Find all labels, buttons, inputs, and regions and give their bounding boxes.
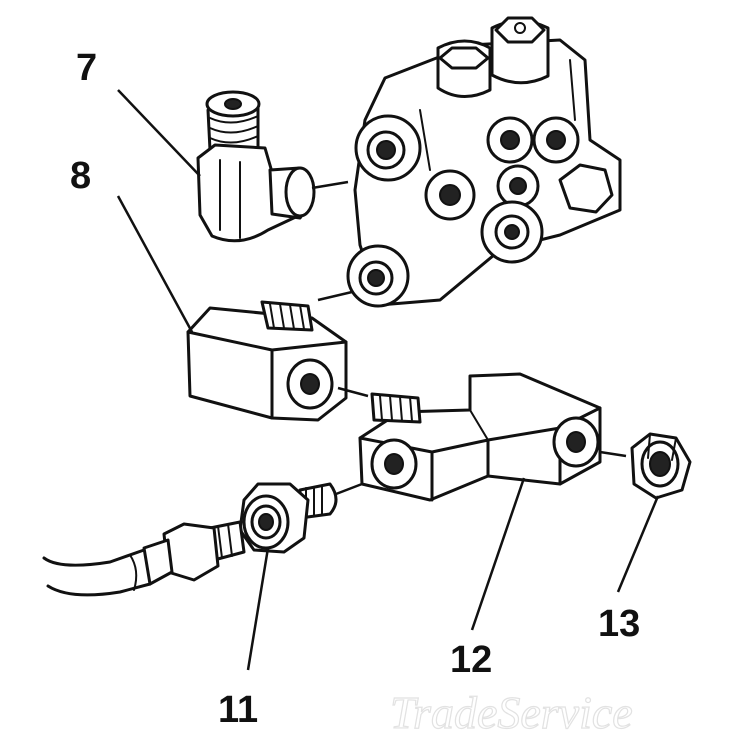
leader-8 — [116, 195, 194, 333]
union-fitting-part-11 — [238, 482, 338, 554]
callout-7: 7 — [76, 47, 97, 89]
callout-13: 13 — [598, 603, 640, 645]
callout-8: 8 — [70, 155, 91, 197]
callout-12: 12 — [450, 639, 492, 681]
leader-13 — [616, 495, 660, 593]
hex-nut-part-13 — [630, 432, 692, 500]
tee-block-part-8 — [186, 300, 348, 422]
watermark-text: TradeService — [390, 687, 633, 738]
leader-7 — [117, 89, 201, 177]
elbow-fitting-part-7 — [196, 90, 316, 243]
callout-11: 11 — [218, 689, 258, 731]
leader-12 — [470, 477, 526, 631]
brake-line — [42, 520, 246, 597]
leader-11 — [246, 547, 270, 671]
valve-block — [346, 16, 622, 308]
elbow-block-part-12 — [358, 372, 602, 502]
